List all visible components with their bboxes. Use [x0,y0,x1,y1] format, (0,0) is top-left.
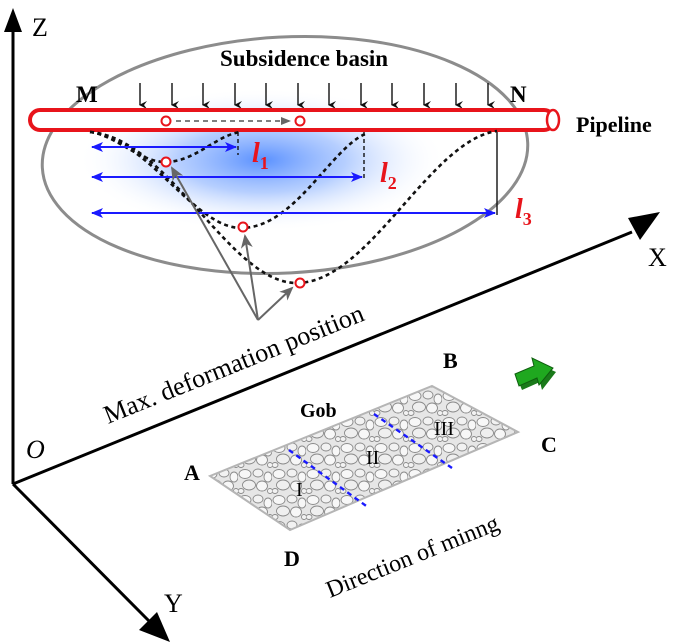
x-axis-arrowhead [628,212,660,240]
pipeline: Pipeline M N [28,82,652,137]
zone-divider-1 [288,449,370,509]
zone-divider-2 [373,413,453,469]
pipeline-end-m: M [76,82,98,107]
zone-2-label: II [366,447,379,469]
y-axis-label: Y [164,589,183,618]
gob-panel [207,384,521,532]
max-point-2 [237,221,249,233]
mining-direction-label: Direction of minng [323,511,503,604]
corner-d-label: D [284,546,300,571]
pipeline-end-cap [545,108,561,132]
gob: I II III Gob A B C D Direction of minng [184,348,557,604]
max-deformation-pointers [171,166,294,321]
max-point-3 [294,277,306,289]
pipeline-end-n: N [510,82,527,107]
length-dimensions: l1 l2 l3 [91,132,532,229]
y-axis [11,482,152,624]
deflection-curve-2 [89,130,366,230]
pointer-arrow-3 [257,286,294,321]
pipeline-body [28,108,556,132]
axes: Z X Y O [4,8,667,642]
deformation-point-end [294,115,306,127]
x-axis-label: X [648,243,667,272]
zone-3-label: III [434,418,454,440]
origin-label: O [26,435,45,464]
load-arrows [139,83,495,109]
subsidence-basin: Subsidence basin [40,34,530,276]
l3-label: l3 [515,194,532,229]
gob-label: Gob [300,400,337,422]
pointer-arrow-2 [240,234,259,321]
pointer-arrow-1 [171,166,259,321]
l1-label: l1 [252,138,269,173]
basin-title: Subsidence basin [220,46,388,71]
corner-a-label: A [184,460,200,485]
max-deformation-points [160,156,306,289]
y-axis-arrowhead [139,612,170,642]
mining-direction-arrow-icon [514,357,556,390]
z-axis-arrowhead [4,8,22,32]
corner-c-label: C [541,432,557,457]
corner-b-label: B [443,348,458,373]
z-axis-label: Z [32,13,48,42]
x-axis [12,230,633,486]
pipeline-label: Pipeline [576,112,652,137]
zone-1-label: I [296,479,303,501]
l2-label: l2 [380,158,397,193]
max-point-1 [160,156,172,168]
deformation-point-start [160,115,172,127]
